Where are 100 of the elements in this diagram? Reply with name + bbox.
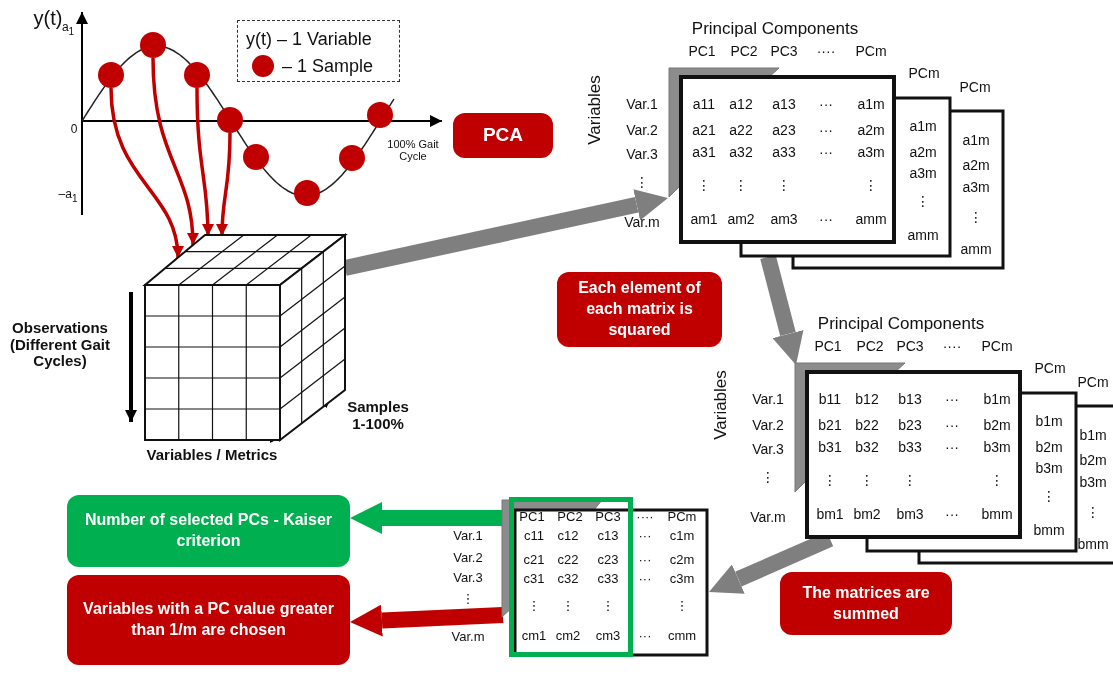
row-label: Var.3 <box>626 147 658 163</box>
matrix-cell: ··· <box>945 418 959 434</box>
column-header: PCm <box>1077 375 1109 391</box>
row-label: Var.1 <box>752 392 784 408</box>
matrix-cell: ⋮ <box>990 473 1004 489</box>
matrix-cell: b11 <box>818 392 842 408</box>
sample-dot <box>294 180 320 206</box>
matrix-cell: ⋮ <box>860 473 874 489</box>
matrix-cell: ··· <box>819 145 833 161</box>
matrix-cell: a2m <box>962 158 990 174</box>
row-label: Var.3 <box>453 570 483 586</box>
matrix-cell: a11 <box>692 97 716 113</box>
matrix-cell: a3m <box>962 180 990 196</box>
row-label: Var.3 <box>752 442 784 458</box>
axis-label: 100% Gait Cycle <box>386 137 440 163</box>
tick-label: a$_{1}$ <box>61 21 75 37</box>
matrix-cell: a32 <box>729 145 753 161</box>
column-header: PC2 <box>856 339 884 355</box>
matrix-cell: b2m <box>983 418 1011 434</box>
matrix-cell: bmm <box>981 507 1013 523</box>
matrix-cell: c12 <box>557 528 579 544</box>
sample-dot <box>217 107 243 133</box>
matrix-cell: ⋮ <box>916 194 930 210</box>
matrix-cell: a13 <box>772 97 796 113</box>
matrix-cell: b23 <box>898 418 922 434</box>
sample-dot <box>367 102 393 128</box>
matrix-cell: ⋮ <box>601 598 615 614</box>
column-header: PC1 <box>519 509 545 525</box>
matrix-cell: ··· <box>945 440 959 456</box>
row-label: Var.2 <box>453 550 483 566</box>
process-box <box>780 572 952 635</box>
matrix-cell: bm2 <box>853 507 881 523</box>
matrix-cell: c23 <box>597 552 619 568</box>
matrix-cell: a22 <box>729 123 753 139</box>
matrix-cell: ⋮ <box>864 178 878 194</box>
matrix-cell: a31 <box>692 145 716 161</box>
column-header: PCm <box>667 509 697 525</box>
row-label: Var.1 <box>626 97 658 113</box>
column-header: PCm <box>855 44 887 60</box>
box-label: The matrices are summed <box>801 582 931 624</box>
matrix-cell: ··· <box>819 123 833 139</box>
matrix-cell: b3m <box>1079 475 1107 491</box>
sample-dot <box>140 32 166 58</box>
matrix-cell: a21 <box>692 123 716 139</box>
arrow <box>151 57 199 246</box>
matrix-cell: c1m <box>669 528 695 544</box>
matrix-cell: ··· <box>819 97 833 113</box>
sample-dot <box>98 62 124 88</box>
matrix-cell: a1m <box>962 133 990 149</box>
matrix-cell: ⋮ <box>561 598 575 614</box>
matrix-cell: ··· <box>945 507 959 523</box>
matrix-cell: a12 <box>729 97 753 113</box>
box-label: PCA <box>482 123 524 148</box>
matrix-cell: ⋮ <box>969 210 983 226</box>
matrix-cell: ⋮ <box>777 178 791 194</box>
row-label: Var.2 <box>626 123 658 139</box>
arrow <box>195 88 214 237</box>
axis-label: Variables <box>711 370 731 440</box>
column-header: PC1 <box>814 339 842 355</box>
matrix-cell: c21 <box>523 552 545 568</box>
matrix-cell: am3 <box>770 212 798 228</box>
row-label: ⋮ <box>635 175 649 191</box>
column-header: PCm <box>1034 361 1066 377</box>
matrix-cell: b1m <box>983 392 1011 408</box>
matrix-cell: cm1 <box>521 628 547 644</box>
matrix-cell: c33 <box>597 571 619 587</box>
matrix-cell: b3m <box>1035 461 1063 477</box>
row-label: Var.1 <box>453 528 483 544</box>
matrix-cell: bm3 <box>896 507 924 523</box>
process-box <box>67 575 350 665</box>
matrix-cell: c2m <box>669 552 695 568</box>
matrix-cell: ⋮ <box>697 178 711 194</box>
matrix-cell: b12 <box>855 392 879 408</box>
matrix-cell: cmm <box>667 628 697 644</box>
matrix-cell: a23 <box>772 123 796 139</box>
block-arrow <box>343 189 668 276</box>
matrix-cell: bm1 <box>816 507 844 523</box>
column-header: PCm <box>908 66 940 82</box>
row-label: Var.m <box>624 215 660 231</box>
matrix-cell: c22 <box>557 552 579 568</box>
column-header: ···· <box>636 509 654 525</box>
column-header: PCm <box>981 339 1013 355</box>
matrix-cell: b1m <box>1035 414 1063 430</box>
arrow <box>109 87 183 259</box>
matrix-cell: b22 <box>855 418 879 434</box>
column-header: PC3 <box>770 44 798 60</box>
matrix-cell: ⋮ <box>903 473 917 489</box>
row-label: ⋮ <box>461 591 475 607</box>
dimension-label: Variables / Metrics <box>146 446 278 464</box>
matrix-cell: b21 <box>818 418 842 434</box>
matrix-cell: c32 <box>557 571 579 587</box>
matrix-cell: a3m <box>857 145 885 161</box>
column-header: PC2 <box>730 44 758 60</box>
matrix-cell: amm <box>907 228 939 244</box>
matrix-cell: a3m <box>909 166 937 182</box>
box-label: Variables with a PC value greater than 1/m are chosen <box>82 599 335 640</box>
sample-dot <box>339 145 365 171</box>
column-header: PCm <box>959 80 991 96</box>
matrix-cell: cm2 <box>555 628 581 644</box>
tick-label: –a$_{1}$ <box>58 188 78 204</box>
